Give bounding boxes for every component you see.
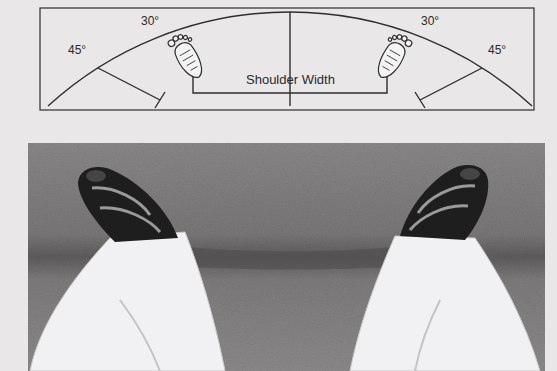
angle-label: 45° (68, 44, 86, 58)
diagram-frame (40, 8, 534, 110)
center-line (289, 12, 290, 106)
feet-photo (28, 143, 545, 371)
angle-label: 45° (488, 44, 506, 58)
angle-line (420, 68, 482, 100)
left-footprint (166, 29, 210, 82)
right-footprint (370, 29, 414, 82)
stance-diagram (40, 8, 534, 110)
angle-label: 30° (141, 15, 159, 29)
angle-tick (155, 92, 165, 108)
angle-label: 30° (421, 15, 439, 29)
angle-arc (48, 12, 532, 106)
width-bracket (193, 74, 387, 93)
dimension-label: Shoulder Width (246, 73, 335, 88)
angle-tick (415, 92, 425, 108)
angle-line (98, 68, 160, 100)
